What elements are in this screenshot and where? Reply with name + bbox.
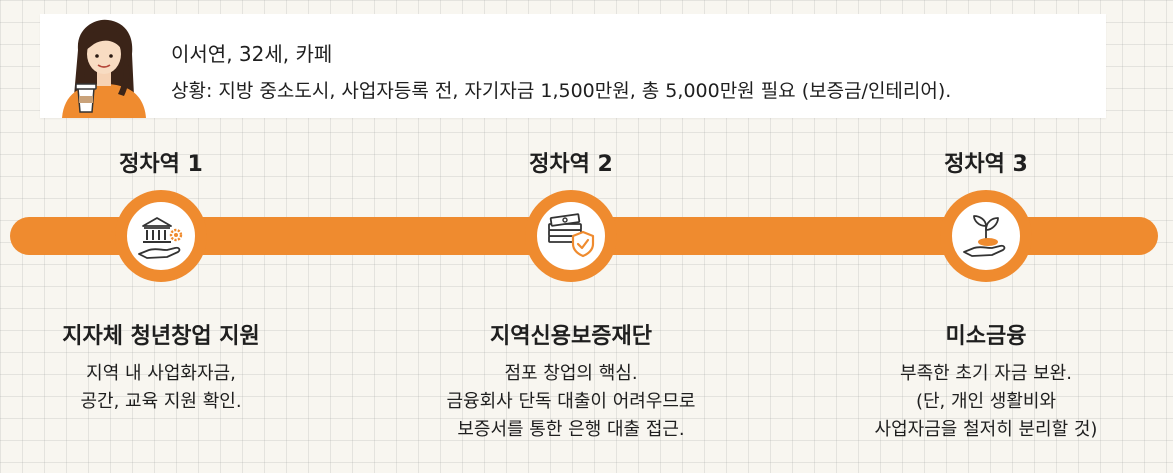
description-line: 공간, 교육 지원 확인. bbox=[80, 391, 242, 412]
station-title: 지역신용보증재단 bbox=[490, 324, 652, 349]
profile-name-line: 이서연, 32세, 카페 bbox=[171, 42, 333, 66]
station-description: 부족한 초기 자금 보완. (단, 개인 생활비와 사업자금을 철저히 분리할 … bbox=[806, 360, 1166, 444]
station-marker bbox=[115, 190, 207, 282]
description-line: 사업자금을 철저히 분리할 것) bbox=[874, 419, 1098, 440]
station-description: 점포 창업의 핵심. 금융회사 단독 대출이 어려우므로 보증서를 통한 은행 … bbox=[391, 360, 751, 444]
station-label: 정차역 3 bbox=[944, 152, 1028, 177]
profile-card: 이서연, 32세, 카페 상황: 지방 중소도시, 사업자등록 전, 자기자금 … bbox=[40, 14, 1106, 118]
station-description: 지역 내 사업화자금, 공간, 교육 지원 확인. bbox=[0, 360, 341, 416]
bank-hand-gear-icon bbox=[138, 217, 183, 259]
woman-holding-coffee-avatar bbox=[54, 16, 154, 118]
description-line: 부족한 초기 자금 보완. bbox=[900, 363, 1072, 384]
description-line: 지역 내 사업화자금, bbox=[86, 363, 236, 384]
description-line: 금융회사 단독 대출이 어려우므로 bbox=[446, 391, 696, 412]
description-line: (단, 개인 생활비와 bbox=[915, 391, 1057, 412]
station-label: 정차역 2 bbox=[529, 152, 613, 177]
station-title: 미소금융 bbox=[945, 324, 1027, 349]
description-line: 점포 창업의 핵심. bbox=[504, 363, 638, 384]
money-shield-icon bbox=[548, 213, 595, 258]
sprout-hand-icon bbox=[963, 215, 1006, 257]
profile-situation: 상황: 지방 중소도시, 사업자등록 전, 자기자금 1,500만원, 총 5,… bbox=[171, 80, 952, 102]
station-marker bbox=[940, 190, 1032, 282]
station-marker bbox=[525, 190, 617, 282]
description-line: 보증서를 통한 은행 대출 접근. bbox=[457, 419, 685, 440]
station-title: 지자체 청년창업 지원 bbox=[62, 324, 260, 349]
station-label: 정차역 1 bbox=[119, 152, 203, 177]
